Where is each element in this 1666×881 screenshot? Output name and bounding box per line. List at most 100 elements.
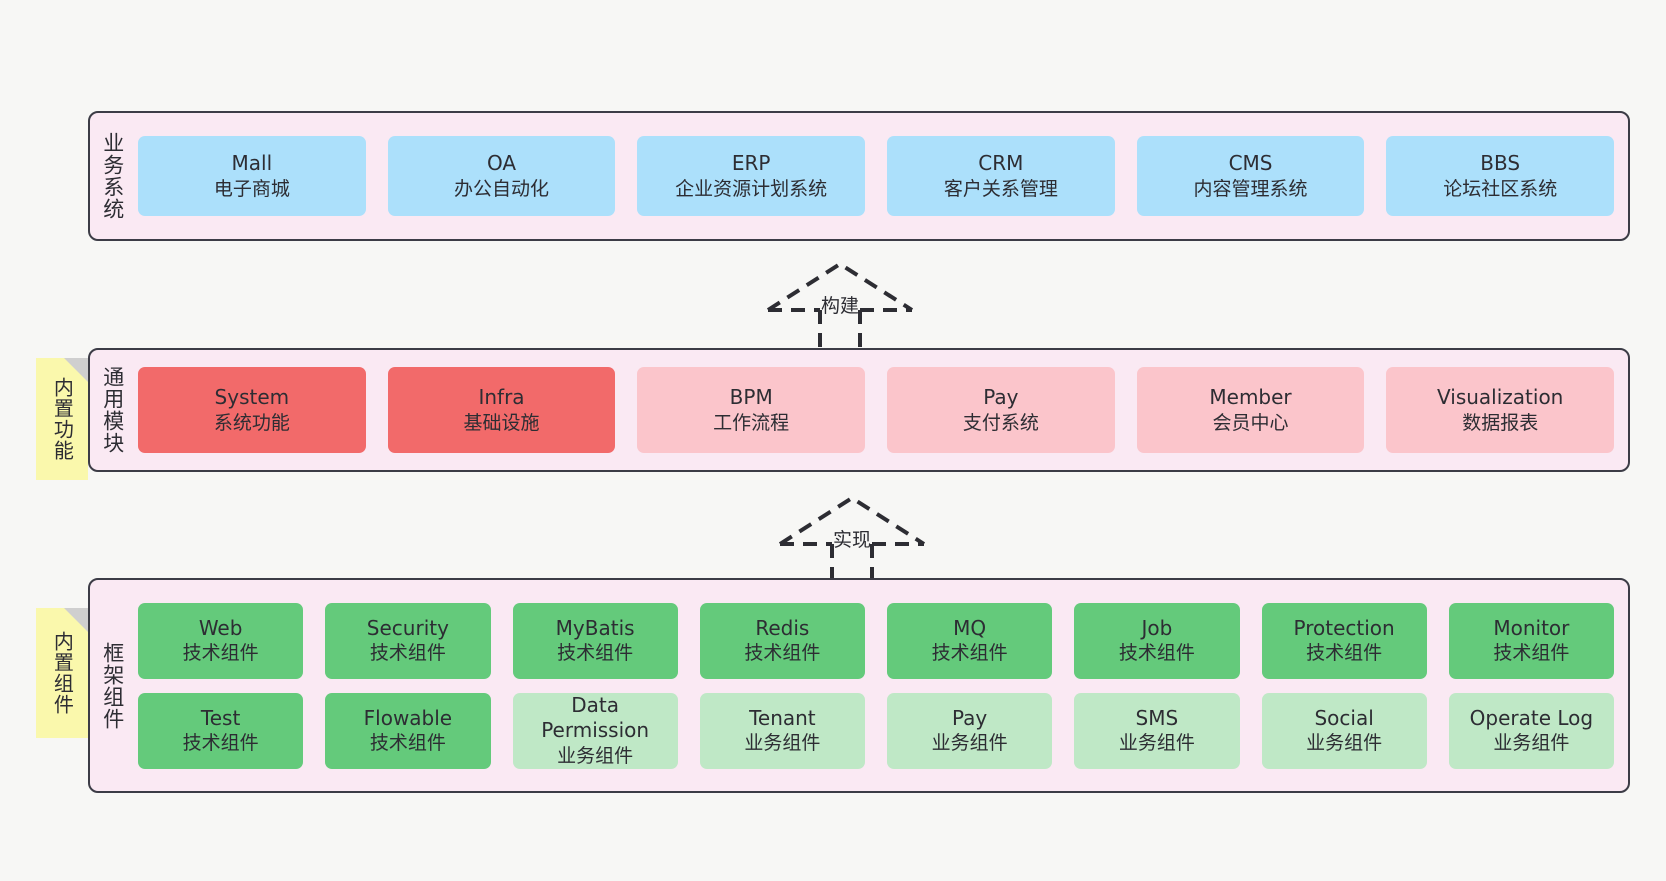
sticky-note-builtin-features: 内置功能 [36, 358, 88, 480]
node-test[interactable]: Test 技术组件 [138, 692, 304, 769]
node-title: Security [366, 615, 449, 640]
node-title: Tenant [749, 705, 816, 730]
node-title: Visualization [1437, 385, 1564, 410]
sticky-note-label: 内置功能 [50, 377, 75, 461]
node-subtitle: 业务组件 [1306, 732, 1383, 755]
node-subtitle: 技术组件 [744, 642, 821, 665]
layer-body-common-modules: System 系统功能 Infra 基础设施 BPM 工作流程 Pay 支付系统… [134, 350, 1628, 470]
layer-caption-common-modules: 通用模块 [100, 366, 125, 454]
node-subtitle: 技术组件 [1306, 642, 1383, 665]
node-system[interactable]: System 系统功能 [138, 367, 366, 453]
node-row: Mall 电子商城 OA 办公自动化 ERP 企业资源计划系统 CRM 客户关系… [138, 136, 1615, 216]
layer-framework-components: 框架组件 Web 技术组件 Security 技术组件 MyBatis 技术组件… [88, 578, 1630, 793]
node-subtitle: 数据报表 [1462, 411, 1539, 434]
node-row: Test 技术组件 Flowable 技术组件 Data Permission … [138, 692, 1614, 769]
node-operate-log[interactable]: Operate Log 业务组件 [1448, 692, 1614, 769]
node-subtitle: 技术组件 [1118, 642, 1195, 665]
node-subtitle: 基础设施 [463, 411, 540, 434]
connector-label-implement: 实现 [832, 529, 871, 551]
node-title: CMS [1228, 151, 1273, 176]
node-flowable[interactable]: Flowable 技术组件 [325, 692, 491, 769]
connector-build: 构建 [760, 258, 920, 350]
node-title: BPM [729, 385, 773, 410]
node-pay-component[interactable]: Pay 业务组件 [887, 692, 1053, 769]
node-crm[interactable]: CRM 客户关系管理 [887, 136, 1115, 216]
node-bbs[interactable]: BBS 论坛社区系统 [1386, 136, 1615, 216]
node-protection[interactable]: Protection 技术组件 [1261, 602, 1427, 679]
node-security[interactable]: Security 技术组件 [325, 602, 491, 679]
node-data-permission[interactable]: Data Permission 业务组件 [512, 692, 678, 769]
node-title: Pay [951, 705, 988, 730]
node-bpm[interactable]: BPM 工作流程 [637, 367, 866, 453]
node-title: Operate Log [1469, 705, 1594, 730]
node-title: Job [1141, 615, 1173, 640]
node-subtitle: 论坛社区系统 [1443, 177, 1558, 200]
node-row: Web 技术组件 Security 技术组件 MyBatis 技术组件 Redi… [138, 602, 1614, 679]
node-cms[interactable]: CMS 内容管理系统 [1136, 136, 1365, 216]
node-title: Infra [478, 385, 525, 410]
node-mybatis[interactable]: MyBatis 技术组件 [512, 602, 678, 679]
node-visualization[interactable]: Visualization 数据报表 [1386, 367, 1615, 453]
node-title: Mall [231, 151, 273, 176]
node-subtitle: 支付系统 [962, 411, 1039, 434]
node-monitor[interactable]: Monitor 技术组件 [1448, 602, 1614, 679]
node-tenant[interactable]: Tenant 业务组件 [699, 692, 865, 769]
connector-implement: 实现 [772, 492, 932, 584]
node-title: Pay [983, 385, 1019, 410]
node-web[interactable]: Web 技术组件 [138, 602, 304, 679]
node-title: System [214, 385, 290, 410]
page-fold-icon [64, 608, 88, 632]
layer-common-modules: 通用模块 System 系统功能 Infra 基础设施 BPM 工作流程 Pay… [88, 348, 1630, 472]
node-member[interactable]: Member 会员中心 [1136, 367, 1365, 453]
node-job[interactable]: Job 技术组件 [1074, 602, 1240, 679]
node-subtitle: 工作流程 [713, 411, 790, 434]
node-subtitle: 客户关系管理 [943, 177, 1058, 200]
node-subtitle: 业务组件 [931, 732, 1008, 755]
node-infra[interactable]: Infra 基础设施 [387, 367, 616, 453]
node-mq[interactable]: MQ 技术组件 [887, 602, 1053, 679]
node-title: Data Permission [541, 692, 650, 743]
node-title: Monitor [1493, 615, 1570, 640]
node-social[interactable]: Social 业务组件 [1261, 692, 1427, 769]
node-subtitle: 企业资源计划系统 [675, 177, 828, 200]
node-subtitle: 电子商城 [213, 177, 290, 200]
node-subtitle: 业务组件 [557, 744, 634, 767]
node-pay-module[interactable]: Pay 支付系统 [887, 367, 1115, 453]
node-subtitle: 技术组件 [557, 642, 634, 665]
node-subtitle: 技术组件 [1493, 642, 1570, 665]
node-erp[interactable]: ERP 企业资源计划系统 [637, 136, 866, 216]
node-redis[interactable]: Redis 技术组件 [699, 602, 865, 679]
node-subtitle: 技术组件 [369, 642, 446, 665]
node-mall[interactable]: Mall 电子商城 [138, 136, 366, 216]
layer-caption-business-systems: 业务系统 [100, 132, 125, 220]
node-subtitle: 系统功能 [213, 411, 290, 434]
node-subtitle: 业务组件 [1493, 732, 1570, 755]
node-sms[interactable]: SMS 业务组件 [1074, 692, 1240, 769]
sticky-note-builtin-components: 内置组件 [36, 608, 88, 738]
node-title: OA [486, 151, 517, 176]
layer-caption-framework-components: 框架组件 [100, 641, 125, 730]
node-subtitle: 技术组件 [931, 642, 1008, 665]
node-subtitle: 内容管理系统 [1193, 177, 1308, 200]
node-oa[interactable]: OA 办公自动化 [387, 136, 616, 216]
node-title: Web [198, 615, 243, 640]
page-fold-icon [64, 358, 88, 382]
node-title: Protection [1293, 615, 1395, 640]
node-subtitle: 技术组件 [182, 642, 259, 665]
node-subtitle: 业务组件 [744, 732, 821, 755]
node-subtitle: 技术组件 [369, 732, 446, 755]
connector-label-build: 构建 [820, 295, 859, 317]
node-subtitle: 办公自动化 [454, 177, 550, 200]
node-title: ERP [731, 151, 771, 176]
sticky-note-label: 内置组件 [50, 631, 75, 715]
node-row: System 系统功能 Infra 基础设施 BPM 工作流程 Pay 支付系统… [138, 367, 1615, 453]
node-subtitle: 技术组件 [182, 732, 259, 755]
node-subtitle: 会员中心 [1212, 411, 1289, 434]
generalization-arrow-icon [778, 495, 926, 582]
node-title: BBS [1480, 151, 1521, 176]
node-title: Member [1209, 385, 1292, 410]
layer-body-business-systems: Mall 电子商城 OA 办公自动化 ERP 企业资源计划系统 CRM 客户关系… [134, 113, 1628, 239]
node-title: CRM [978, 151, 1024, 176]
node-title: Flowable [363, 705, 453, 730]
